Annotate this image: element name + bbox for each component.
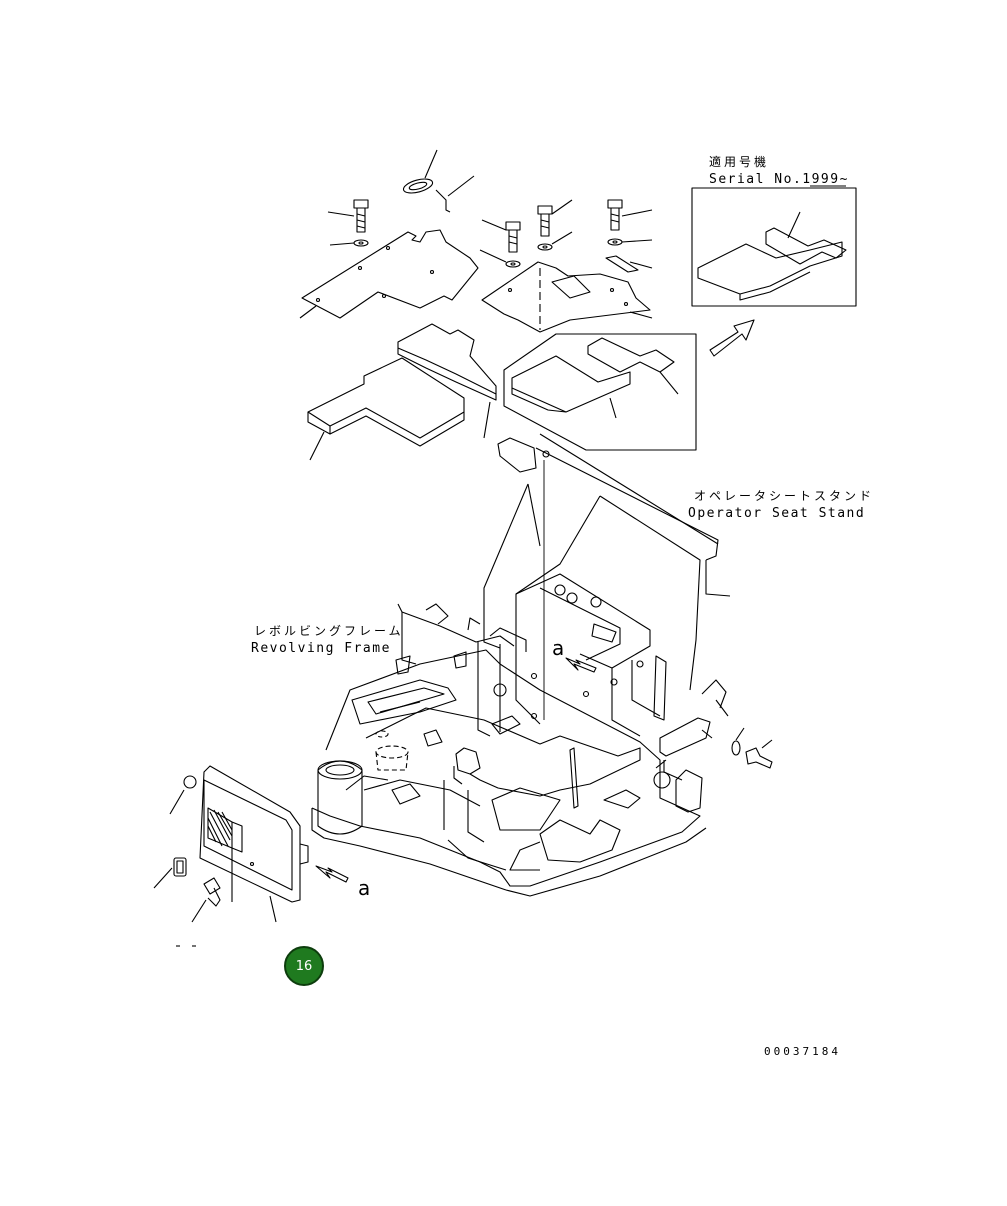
page-number-badge[interactable]: 16 [284,946,324,986]
bolt-center-left [480,220,520,267]
seat-stand-label-jp: オペレータシートスタンド [694,489,875,503]
revolving-frame [312,604,726,896]
serial-label-en: Serial No.1999~ [709,172,849,187]
cover-plate-right [482,262,652,332]
inset-box [504,334,696,450]
spring-pin-part [436,176,474,212]
arrow-a-bottom [316,866,348,882]
view-a-label-top: a [552,636,565,660]
arrow-to-inset [710,320,754,356]
serial-label-jp: 適用号機 [709,155,770,169]
latch-part [154,858,186,888]
seat-stand [484,434,730,756]
bolt-left [328,200,368,246]
cover-plate-left [300,230,478,318]
floor-mat-strip [398,324,496,438]
revolving-frame-label-jp: レボルビングフレーム [254,624,404,638]
cap-part [170,776,196,814]
bolt-center [538,200,572,250]
front-cover-panel [200,766,308,922]
serial-inset-box [692,186,856,306]
drawing-number: 00037184 [764,1045,841,1058]
arrow-a-top [566,658,596,672]
seat-stand-label-en: Operator Seat Stand [688,506,866,521]
small-plate-part [606,256,652,272]
clip-part [402,150,437,196]
view-a-label-bottom: a [358,876,371,900]
knob-part [192,848,232,922]
page-number-text: 16 [295,958,313,974]
revolving-frame-label-en: Revolving Frame [251,641,391,656]
bolt-right [608,200,652,245]
bolt-side-right [732,728,772,768]
floor-mat-large [308,358,464,460]
